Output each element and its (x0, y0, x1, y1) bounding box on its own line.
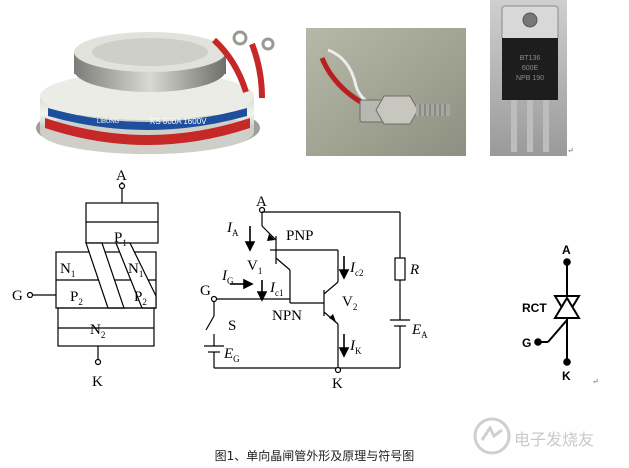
circuit-Ic1-label: Ic1 (269, 280, 284, 298)
circuit-S-label: S (228, 318, 236, 334)
photo-stud-thyristor (306, 28, 466, 156)
photo-to220-thyristor: BT136 600E NPB 190 ↵ (490, 0, 574, 156)
circuit-A-label: A (256, 194, 267, 210)
structure-diagram (26, 182, 159, 366)
pnp-emitter-arrow (267, 234, 275, 241)
rct-symbol (534, 258, 581, 366)
rct-A-label: A (562, 243, 571, 257)
watermark-logo-icon (473, 417, 511, 455)
npn-emitter-arrow (329, 314, 336, 322)
to220-line-1: BT136 (520, 55, 541, 62)
structure-N1-right-label: N1 (128, 261, 143, 279)
circuit-labels: A IA PNP V1 Ic2 R IG Ic1 G V2 NPN S EA I… (200, 194, 428, 392)
disc-marking-label: KS 800A 1600V (150, 117, 207, 126)
circuit-K-label: K (332, 376, 343, 392)
structure-P2-left-label: P2 (70, 289, 83, 307)
rct-G-label: G (522, 336, 531, 350)
circuit-R-label: R (409, 262, 419, 278)
to220-line-2: 600E (522, 65, 539, 72)
structure-A-label: A (116, 168, 127, 184)
circuit-NPN-label: NPN (272, 308, 302, 324)
equivalent-circuit (204, 206, 410, 374)
structure-N1-left-label: N1 (60, 261, 75, 279)
circuit-EG-label: EG (223, 346, 240, 364)
to220-line-3: NPB 190 (516, 75, 544, 82)
circuit-EA-label: EA (411, 322, 428, 340)
structure-P1-label: P1 (114, 230, 127, 248)
structure-K-label: K (92, 374, 103, 390)
figure-caption: 图1、单向晶闸管外形及原理与符号图 (214, 449, 415, 463)
current-arrows (230, 226, 350, 358)
circuit-V2-label: V2 (342, 294, 357, 312)
disc-brand-label: LIBUNG (97, 119, 120, 125)
watermark-text: 电子发烧友 (514, 430, 595, 449)
photo-disc-thyristor: LIBUNG KS 800A 1600V (36, 30, 275, 154)
circuit-IK-label: IK (349, 338, 362, 356)
rct-name-label: RCT (522, 301, 547, 315)
structure-G-label: G (12, 288, 23, 304)
circuit-V1-label: V1 (247, 258, 262, 276)
circuit-IA-label: IA (226, 220, 239, 238)
rct-labels: A RCT G K (522, 243, 571, 383)
structure-P2-right-label: P2 (134, 289, 147, 307)
circuit-IG-label: IG (221, 268, 234, 286)
circuit-G-label: G (200, 283, 211, 299)
watermark: 电子发烧友 (470, 412, 620, 458)
circuit-PNP-label: PNP (286, 228, 314, 244)
return-mark-2: ↵ (592, 377, 599, 386)
return-mark-1: ↵ (567, 146, 574, 155)
structure-N2-label: N2 (90, 322, 105, 340)
circuit-Ic2-label: Ic2 (349, 260, 364, 278)
rct-K-label: K (562, 369, 571, 383)
structure-labels: A P1 N1 N1 P2 P2 N2 G K (12, 168, 147, 390)
